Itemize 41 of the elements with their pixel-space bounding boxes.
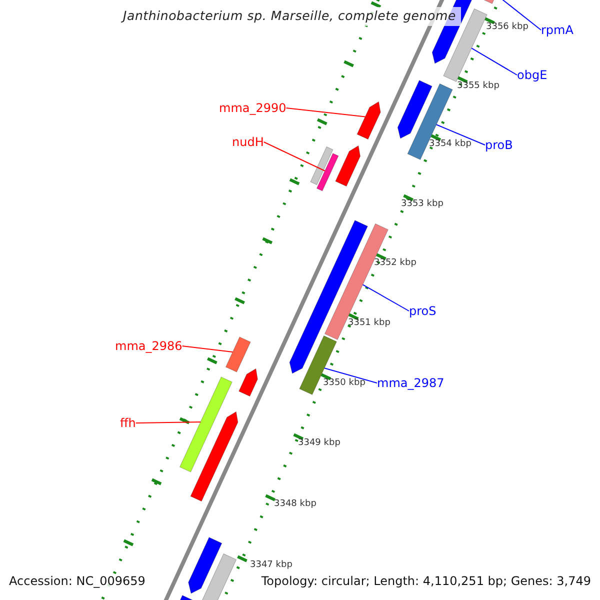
scale-label: 3348 kbp xyxy=(274,500,316,509)
genome-info-text: Topology: circular; Length: 4,110,251 bp; Genes: 3,749 xyxy=(261,575,591,587)
gene-feature xyxy=(190,411,238,502)
gene-feature xyxy=(225,336,251,372)
gene-label: obgE xyxy=(517,69,548,81)
gene-label: rpmA xyxy=(541,24,574,36)
gene-label: nudH xyxy=(232,136,264,148)
scale-label: 3354 kbp xyxy=(429,140,472,149)
gene-label: proS xyxy=(409,305,436,317)
gene-label: ffh xyxy=(120,417,136,429)
gene-label: mma_2990 xyxy=(219,102,286,114)
scale-label: 3355 kbp xyxy=(457,82,500,91)
gene-feature xyxy=(188,537,222,594)
leader-line xyxy=(362,284,410,312)
gene-feature xyxy=(289,220,368,374)
scale-label: 3347 kbp xyxy=(250,561,292,570)
gene-feature xyxy=(316,153,339,192)
title: Janthinobacterium sp. Marseille, complete genome xyxy=(118,7,461,26)
scale-label: 3356 kbp xyxy=(486,23,528,32)
gene-feature xyxy=(310,146,334,186)
leader-line xyxy=(471,48,518,76)
leader-line xyxy=(324,368,378,384)
scale-label: 3349 kbp xyxy=(298,439,340,448)
scale-label: 3351 kbp xyxy=(348,319,390,328)
leader-line xyxy=(286,108,366,118)
scale-label: 3353 kbp xyxy=(401,200,444,209)
gene-feature xyxy=(238,368,258,397)
gene-feature xyxy=(397,80,432,139)
gene-label: proB xyxy=(485,139,513,151)
accession-text: Accession: NC_009659 xyxy=(9,575,146,587)
scale-label: 3352 kbp xyxy=(374,259,416,268)
gene-feature xyxy=(356,101,381,140)
scale-label: 3350 kbp xyxy=(323,379,366,388)
leader-line xyxy=(436,124,486,146)
gene-feature xyxy=(179,376,232,472)
gene-label: mma_2987 xyxy=(377,377,444,389)
gene-feature xyxy=(407,83,453,160)
leader-line xyxy=(135,422,202,424)
gene-label: mma_2986 xyxy=(115,340,182,352)
leader-line xyxy=(182,346,234,353)
gene-feature xyxy=(335,145,361,187)
